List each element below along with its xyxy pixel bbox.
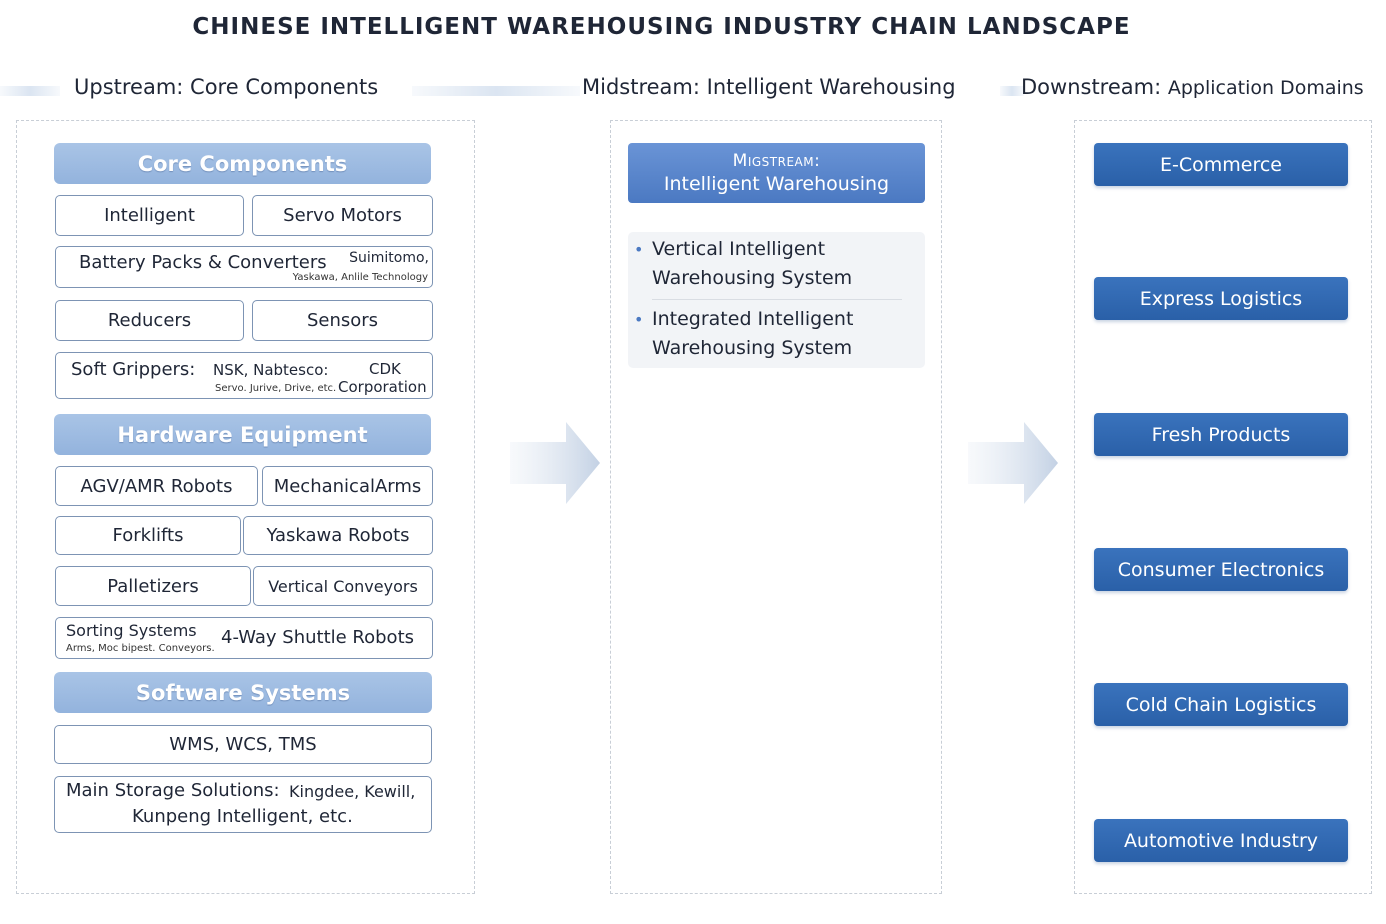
battery-packs-label: Battery Packs & Converters bbox=[79, 252, 327, 273]
list-item-line1: Integrated Intelligent bbox=[652, 308, 854, 330]
vertical-conveyors-box: Vertical Conveyors bbox=[253, 566, 433, 606]
sensors-label: Sensors bbox=[306, 310, 379, 331]
intelligent-box: Intelligent bbox=[55, 195, 244, 236]
battery-note-vendors: Yaskawa, Anlile Technology bbox=[292, 272, 428, 283]
stage-header-midstream: Midstream: Intelligent Warehousing bbox=[580, 72, 1000, 102]
intelligent-label: Intelligent bbox=[104, 205, 195, 226]
main-storage-vendors-2: Kunpeng Intelligent, etc. bbox=[132, 806, 353, 827]
app-domain-label: E-Commerce bbox=[1160, 153, 1282, 176]
stage-header-downstream: Downstream: Application Domains bbox=[1000, 72, 1386, 102]
midstream-header-line1: Migstream: bbox=[732, 151, 821, 171]
forklifts-box: Forklifts bbox=[55, 516, 241, 555]
agv-label: AGV/AMR Robots bbox=[80, 475, 233, 497]
sorting-systems-label: Sorting Systems bbox=[66, 621, 197, 640]
app-domain-label: Express Logistics bbox=[1139, 287, 1303, 310]
app-domain-label: Automotive Industry bbox=[1123, 829, 1319, 852]
battery-packs-box: Battery Packs & Converters Suimitomo, Ya… bbox=[55, 246, 433, 288]
app-domain-automotive: Automotive Industry bbox=[1094, 819, 1348, 862]
soft-grippers-vendors: NSK, Nabtesco: bbox=[213, 361, 329, 379]
agv-box: AGV/AMR Robots bbox=[55, 466, 258, 506]
list-divider bbox=[652, 299, 902, 300]
main-storage-label: Main Storage Solutions: bbox=[66, 780, 280, 801]
stage-header-upstream: Upstream: Core Components bbox=[0, 72, 580, 102]
downstream-prefix: Downstream: bbox=[1021, 75, 1162, 99]
list-item: • Vertical Intelligent Warehousing Syste… bbox=[634, 235, 902, 293]
core-components-header: Core Components bbox=[54, 143, 431, 184]
bullet-icon: • bbox=[634, 240, 644, 259]
upstream-label: Upstream: Core Components bbox=[74, 75, 379, 99]
palletizers-box: Palletizers bbox=[55, 566, 251, 606]
app-domain-consumer-electronics: Consumer Electronics bbox=[1094, 548, 1348, 591]
list-item-line2: Warehousing System bbox=[652, 267, 853, 289]
midstream-header-line2: Intelligent Warehousing bbox=[663, 173, 890, 195]
list-item-line2: Warehousing System bbox=[652, 337, 853, 359]
wms-box: WMS, WCS, TMS bbox=[54, 725, 432, 764]
header-band bbox=[412, 86, 580, 96]
soft-grippers-label: Soft Grippers: bbox=[71, 359, 196, 380]
header-band bbox=[0, 86, 60, 96]
sorting-systems-box: Sorting Systems Arms, Moc bipest. Convey… bbox=[55, 617, 433, 659]
flow-arrow-icon bbox=[968, 422, 1058, 504]
shuttle-robots-label: 4-Way Shuttle Robots bbox=[221, 627, 415, 648]
yaskawa-robots-box: Yaskawa Robots bbox=[243, 516, 433, 555]
header-band bbox=[1000, 86, 1024, 96]
list-item-line1: Vertical Intelligent bbox=[652, 238, 826, 260]
cdk-corporation-label: Corporation bbox=[338, 378, 427, 396]
diagram-title: CHINESE INTELLIGENT WAREHOUSING INDUSTRY… bbox=[192, 14, 1131, 40]
flow-arrow-icon bbox=[510, 422, 600, 504]
sensors-box: Sensors bbox=[252, 300, 433, 341]
app-domain-fresh-products: Fresh Products bbox=[1094, 413, 1348, 456]
yaskawa-robots-label: Yaskawa Robots bbox=[266, 525, 410, 546]
app-domain-label: Fresh Products bbox=[1151, 423, 1291, 446]
midstream-header: Migstream: Intelligent Warehousing bbox=[628, 143, 925, 203]
app-domain-ecommerce: E-Commerce bbox=[1094, 143, 1348, 186]
midstream-label: Midstream: Intelligent Warehousing bbox=[582, 75, 956, 99]
app-domain-label: Consumer Electronics bbox=[1117, 558, 1325, 581]
mechanical-arms-box: MechanicalArms bbox=[262, 466, 433, 506]
list-item: • Integrated Intelligent Warehousing Sys… bbox=[634, 305, 902, 363]
midstream-list: • Vertical Intelligent Warehousing Syste… bbox=[628, 232, 925, 368]
soft-grippers-note: Servo. Jurive, Drive, etc. bbox=[215, 383, 337, 394]
battery-note-vendor: Suimitomo, bbox=[349, 250, 429, 266]
cdk-label: CDK bbox=[369, 360, 401, 378]
app-domain-express-logistics: Express Logistics bbox=[1094, 277, 1348, 320]
wms-label: WMS, WCS, TMS bbox=[169, 734, 317, 755]
soft-grippers-box: Soft Grippers: NSK, Nabtesco: Servo. Jur… bbox=[55, 352, 433, 399]
servo-motors-box: Servo Motors bbox=[252, 195, 433, 236]
palletizers-label: Palletizers bbox=[107, 575, 199, 597]
bullet-icon: • bbox=[634, 310, 644, 329]
software-systems-header: Software Systems bbox=[54, 672, 432, 713]
reducers-label: Reducers bbox=[107, 310, 192, 331]
main-storage-box: Main Storage Solutions: Kingdee, Kewill,… bbox=[54, 776, 432, 833]
main-storage-vendors: Kingdee, Kewill, bbox=[289, 782, 416, 801]
downstream-suffix: Application Domains bbox=[1167, 77, 1364, 99]
servo-motors-label: Servo Motors bbox=[283, 205, 402, 226]
sorting-systems-note: Arms, Moc bipest. Conveyors. bbox=[66, 643, 215, 654]
app-domain-cold-chain: Cold Chain Logistics bbox=[1094, 683, 1348, 726]
downstream-label: Downstream: Application Domains bbox=[1021, 75, 1364, 99]
reducers-box: Reducers bbox=[55, 300, 244, 341]
forklifts-label: Forklifts bbox=[112, 525, 184, 546]
downstream-column bbox=[1074, 120, 1372, 894]
hardware-equipment-header: Hardware Equipment bbox=[54, 414, 431, 455]
app-domain-label: Cold Chain Logistics bbox=[1125, 693, 1317, 716]
vertical-conveyors-label: Vertical Conveyors bbox=[268, 576, 418, 596]
mechanical-arms-label: MechanicalArms bbox=[273, 475, 422, 497]
